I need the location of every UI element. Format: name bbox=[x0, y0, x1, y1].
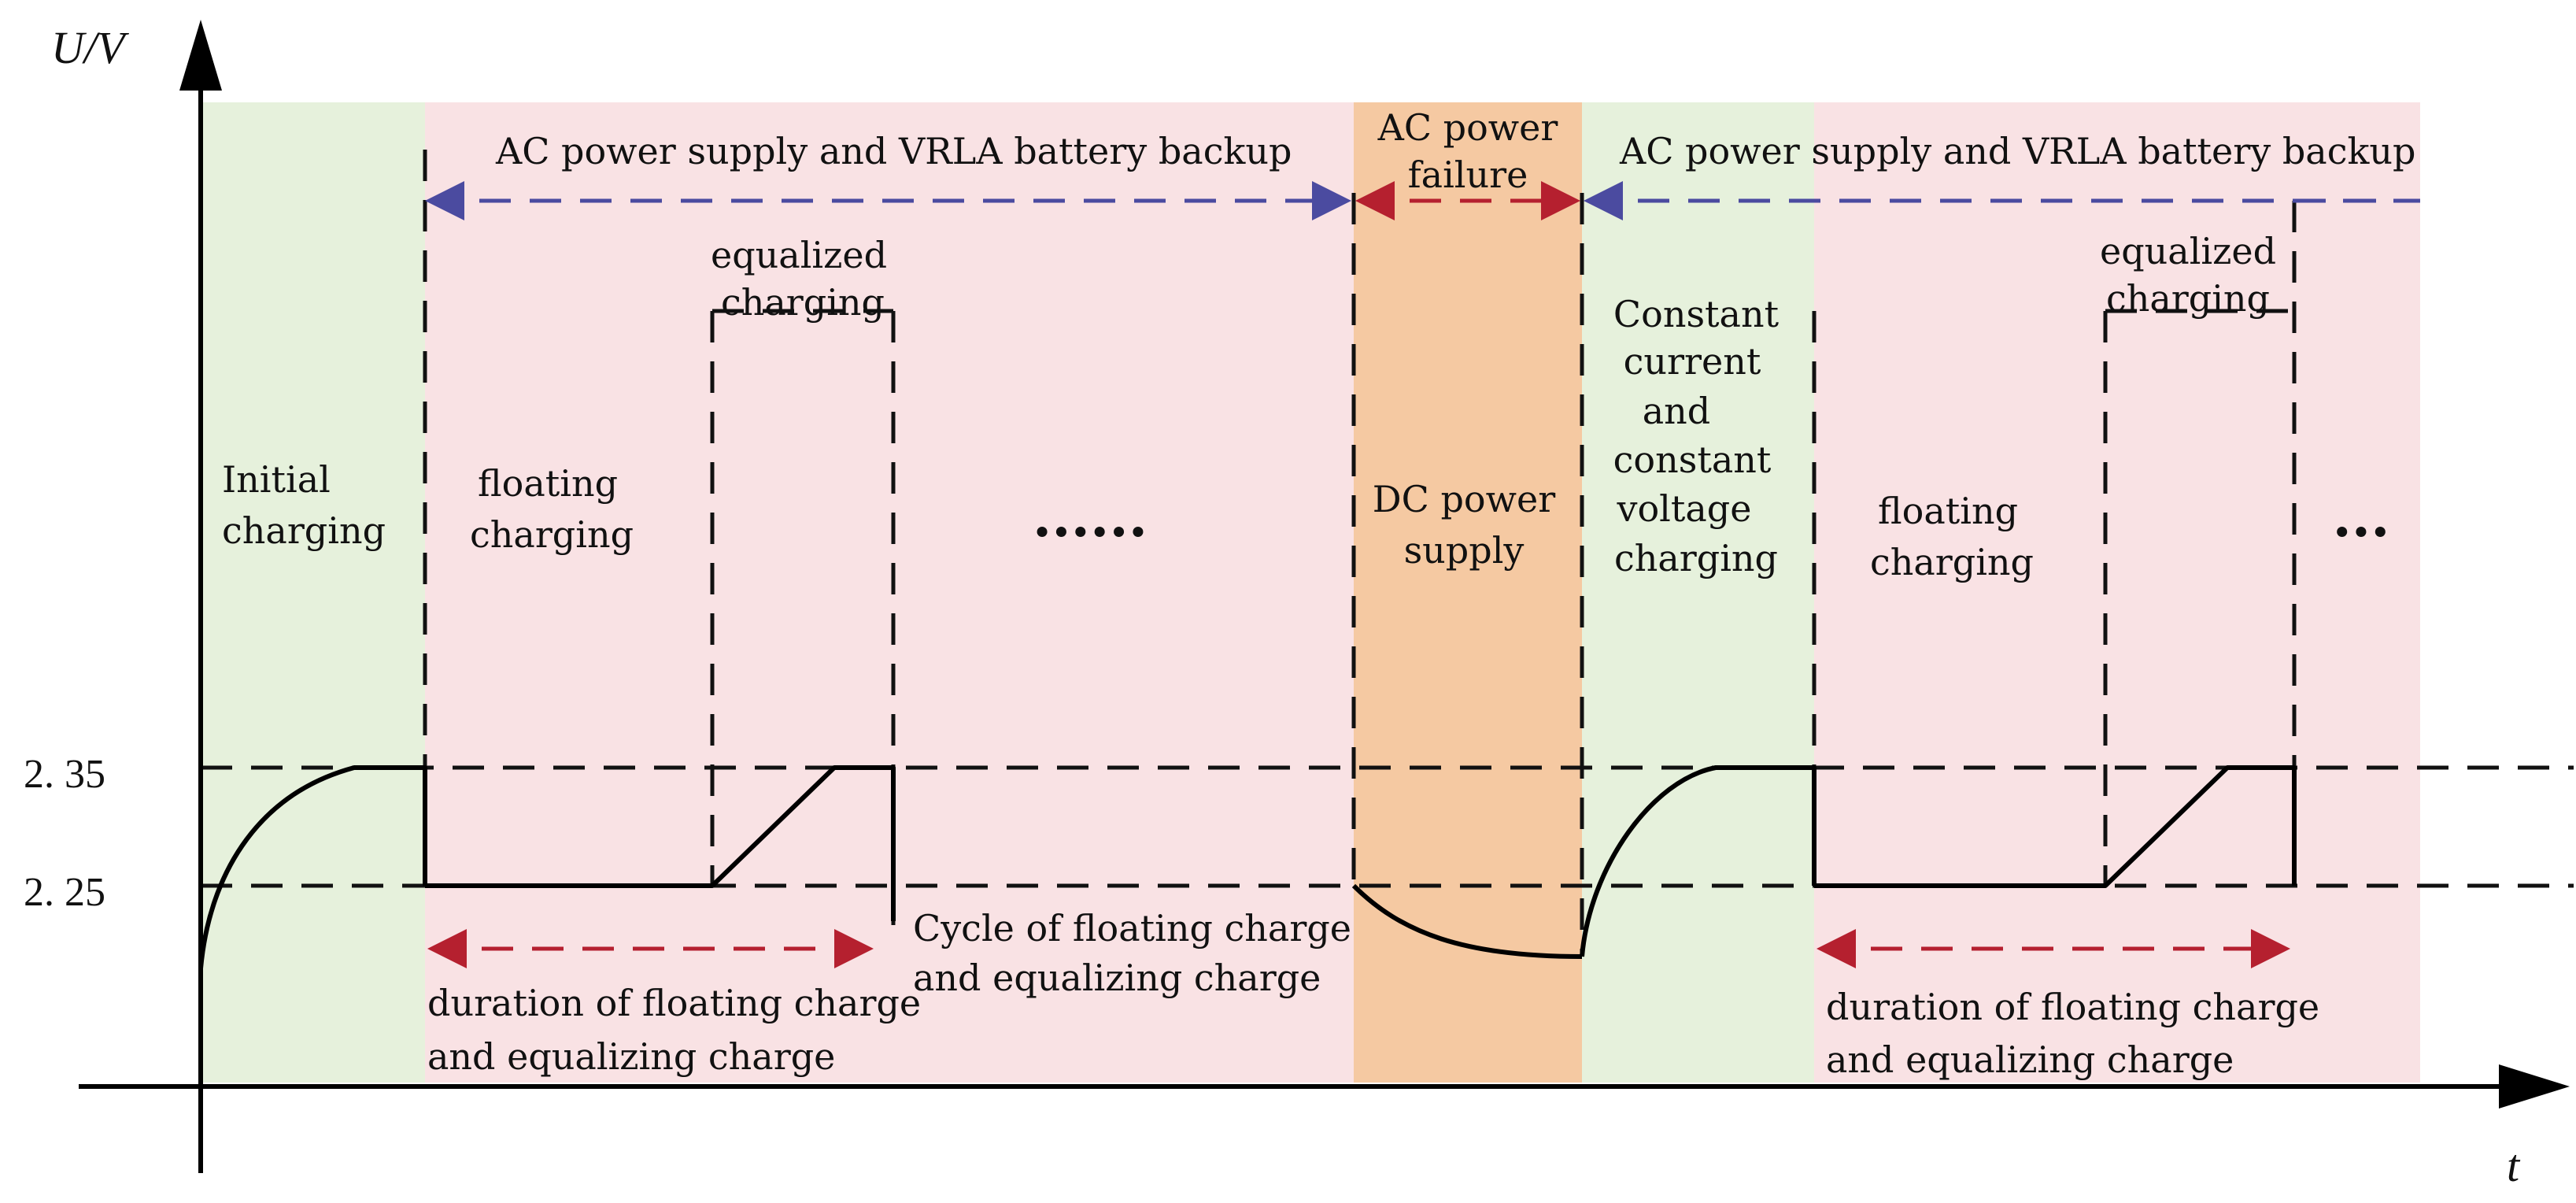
y-tick-2-35: 2. 35 bbox=[24, 752, 105, 797]
zone-constant-current-voltage bbox=[1582, 102, 1814, 1083]
label-ellipsis-right: ··· bbox=[2332, 499, 2389, 564]
x-axis-arrowhead bbox=[2499, 1064, 2570, 1109]
label-floating-left-1: floating bbox=[478, 462, 618, 505]
label-equalized-right-2: charging bbox=[2106, 277, 2270, 320]
label-ccv-5: voltage bbox=[1617, 487, 1752, 530]
label-ccv-2: current bbox=[1624, 340, 1761, 383]
label-ac-failure-2: failure bbox=[1408, 154, 1528, 196]
y-axis-label: U/V bbox=[51, 22, 130, 73]
curve-float-equalize-left bbox=[425, 765, 896, 921]
label-initial-1: Initial bbox=[222, 458, 331, 501]
label-ccv-4: constant bbox=[1613, 439, 1772, 481]
label-cycle-1: Cycle of floating charge bbox=[913, 907, 1351, 949]
zone-ac-failure bbox=[1354, 102, 1582, 1083]
y-axis-arrowhead bbox=[179, 20, 222, 91]
axes bbox=[79, 20, 2570, 1173]
zone-ac-backup-right bbox=[1814, 102, 2420, 1083]
label-floating-left-2: charging bbox=[470, 513, 634, 556]
label-cycle-2: and equalizing charge bbox=[913, 957, 1321, 999]
x-axis-label: t bbox=[2507, 1140, 2521, 1191]
label-duration-right-2: and equalizing charge bbox=[1826, 1038, 2234, 1081]
label-floating-right-1: floating bbox=[1878, 490, 2018, 532]
y-tick-2-25: 2. 25 bbox=[24, 870, 105, 915]
curve-initial-rise bbox=[198, 765, 427, 969]
label-equalized-left-2: charging bbox=[721, 281, 885, 324]
label-ellipsis-mid: ······ bbox=[1033, 499, 1148, 564]
zone-ac-backup-left bbox=[425, 102, 1354, 1083]
label-duration-right-1: duration of floating charge bbox=[1826, 986, 2319, 1028]
label-ccv-1: Constant bbox=[1613, 293, 1780, 335]
label-initial-2: charging bbox=[222, 509, 386, 552]
label-floating-right-2: charging bbox=[1870, 541, 2034, 583]
label-equalized-left-1: equalized bbox=[711, 234, 887, 276]
curve-dc-discharge bbox=[1351, 883, 1583, 959]
label-ac-backup-right: AC power supply and VRLA battery backup bbox=[1619, 130, 2415, 172]
curve-float-equalize-right bbox=[1814, 765, 2297, 888]
voltage-curve bbox=[198, 765, 2297, 969]
background-zones bbox=[201, 102, 2420, 1083]
label-dc-2: supply bbox=[1404, 529, 1525, 572]
label-ac-failure-1: AC power bbox=[1377, 106, 1558, 149]
label-duration-left-1: duration of floating charge bbox=[427, 982, 921, 1024]
curve-ccv-rise bbox=[1580, 765, 1817, 957]
reference-lines bbox=[201, 765, 2574, 888]
label-duration-left-2: and equalizing charge bbox=[427, 1035, 835, 1078]
label-ac-backup-left: AC power supply and VRLA battery backup bbox=[495, 130, 1292, 172]
label-dc-1: DC power bbox=[1373, 478, 1555, 520]
label-ccv-3: and bbox=[1643, 390, 1711, 432]
label-equalized-right-1: equalized bbox=[2100, 230, 2276, 272]
zone-initial-charging bbox=[201, 102, 425, 1083]
label-ccv-6: charging bbox=[1614, 537, 1778, 579]
